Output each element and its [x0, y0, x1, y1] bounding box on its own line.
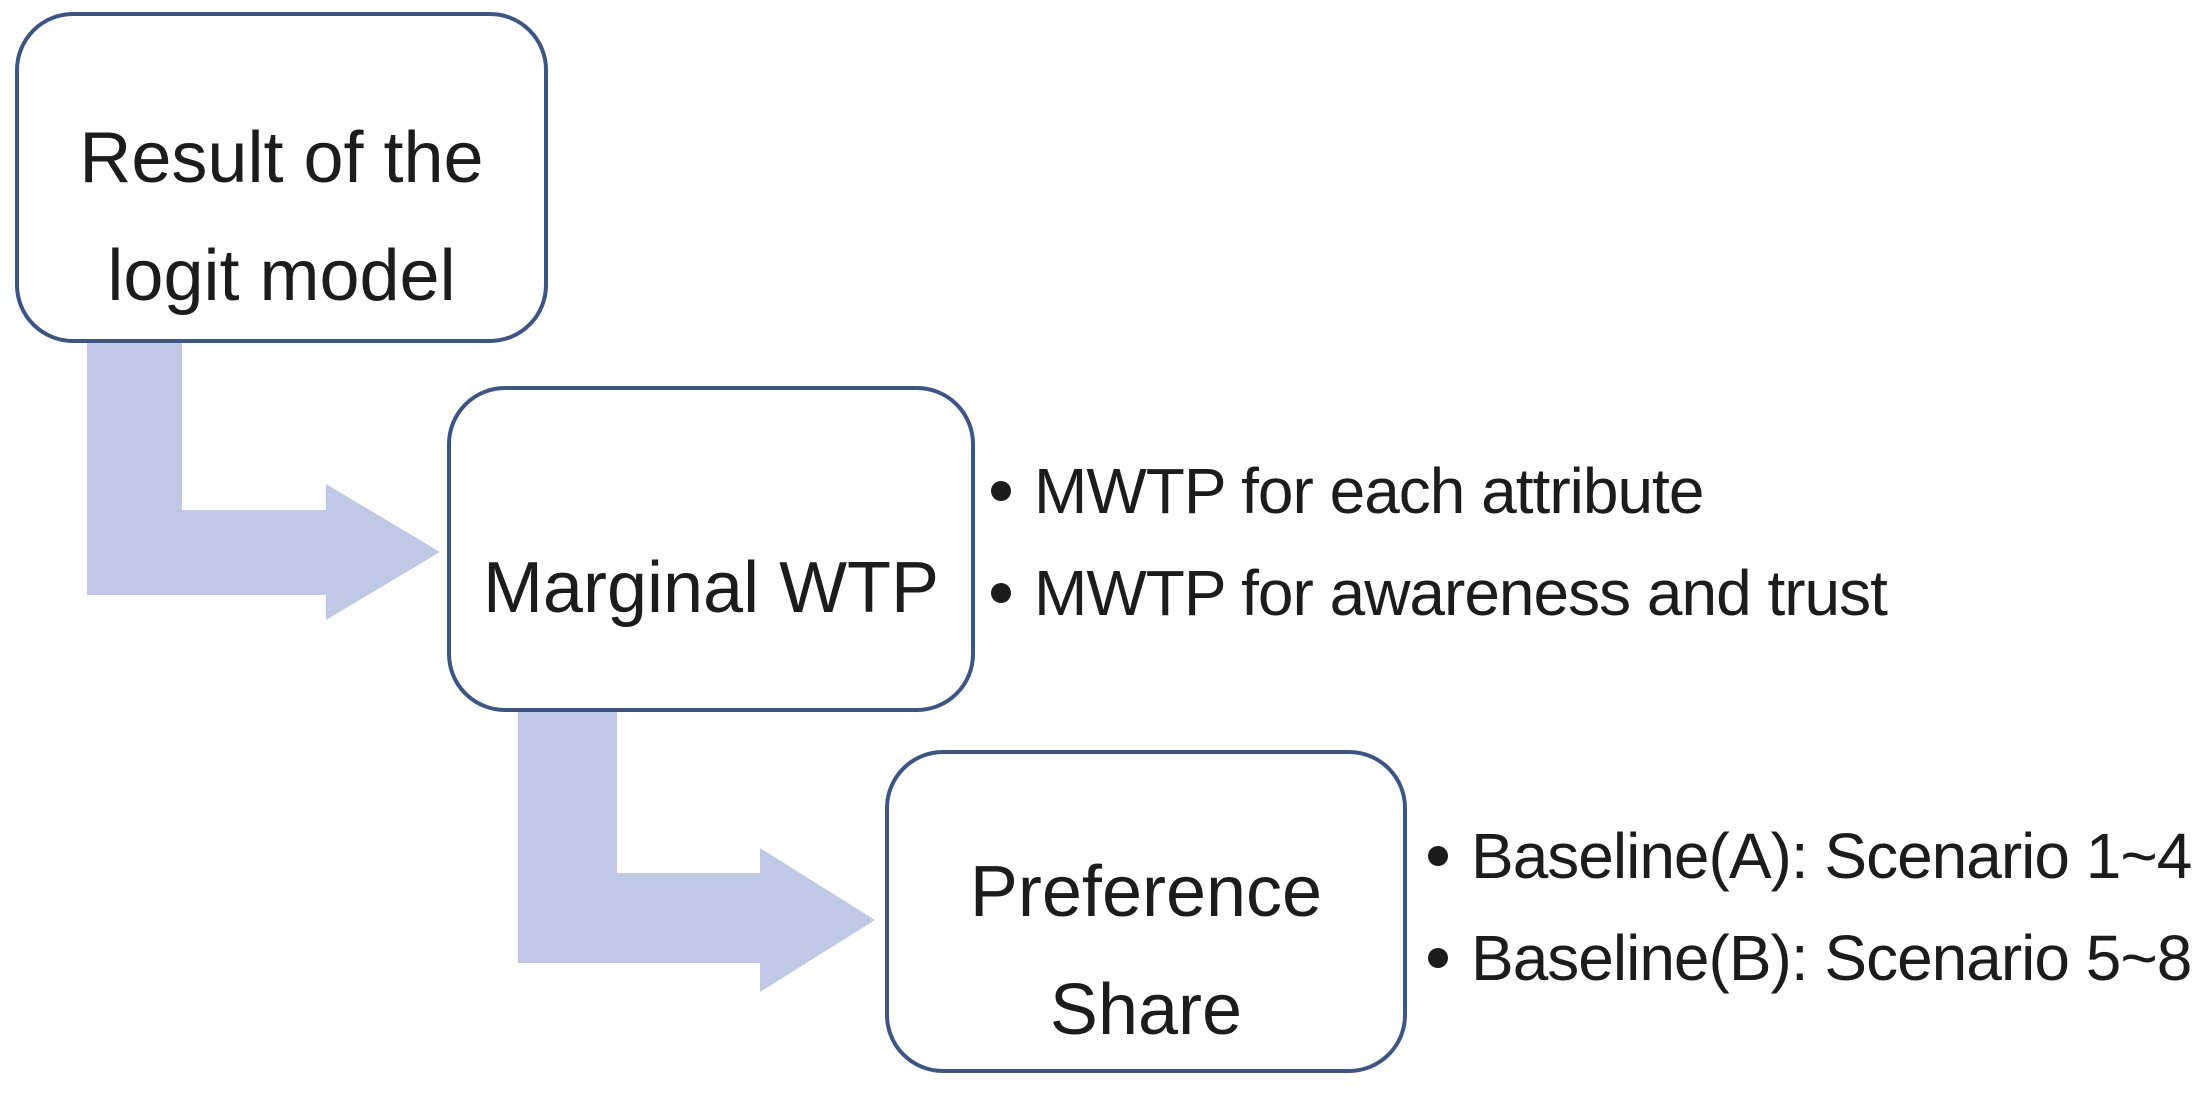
box-label-line: Marginal WTP [482, 548, 940, 628]
box-marginal-wtp: Marginal WTP [447, 386, 975, 712]
box-label-line: logit model [107, 235, 456, 316]
bullet-icon [1428, 846, 1448, 866]
bullet-icon [991, 481, 1011, 501]
list-item: Baseline(A): Scenario 1~4 [1428, 818, 2192, 894]
list-item: Baseline(B): Scenario 5~8 [1428, 920, 2192, 996]
bullet-list-marginal-wtp: MWTP for each attribute MWTP for awarene… [991, 453, 1888, 631]
list-item: MWTP for awareness and trust [991, 555, 1888, 631]
elbow-arrow-icon-1 [87, 340, 440, 620]
bullet-icon [1428, 948, 1448, 968]
bullet-icon [991, 583, 1011, 603]
bullet-text: Baseline(B): Scenario 5~8 [1471, 922, 2192, 994]
box-label-line: Preference [969, 851, 1323, 932]
box-label-line: Share [1049, 969, 1243, 1050]
list-item: MWTP for each attribute [991, 453, 1887, 529]
bullet-text: MWTP for awareness and trust [1034, 557, 1888, 629]
box-label-line: Result of the [79, 117, 484, 198]
box-result-of-the-logit-model: Result of the logit model [15, 12, 548, 343]
bullet-text: Baseline(A): Scenario 1~4 [1471, 820, 2192, 892]
bullet-text: MWTP for each attribute [1034, 455, 1704, 527]
box-preference-share: Preference Share [885, 750, 1407, 1073]
elbow-arrow-icon-2 [518, 708, 875, 992]
bullet-list-preference-share: Baseline(A): Scenario 1~4 Baseline(B): S… [1428, 818, 2192, 996]
